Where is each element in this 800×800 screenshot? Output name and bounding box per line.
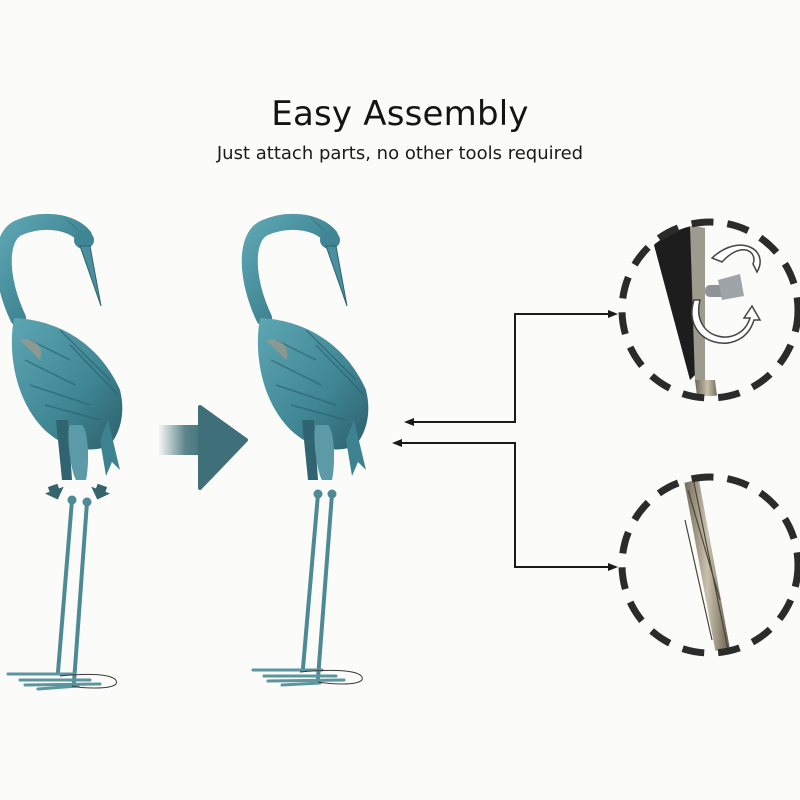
page-title: Easy Assembly <box>271 94 529 134</box>
transition-arrow-icon <box>158 405 248 490</box>
crane-after <box>250 214 369 687</box>
rotate-arrows-icon <box>691 244 762 344</box>
detail-callout-fastener <box>618 218 800 402</box>
page-subtitle: Just attach parts, no other tools requir… <box>216 143 584 164</box>
crane-before <box>4 214 123 691</box>
connector-arrowheads <box>392 310 618 571</box>
detail-callout-twisted-rod <box>618 473 800 657</box>
callout-connectors <box>395 313 612 568</box>
leg-attach-arrow-icon <box>44 483 111 500</box>
